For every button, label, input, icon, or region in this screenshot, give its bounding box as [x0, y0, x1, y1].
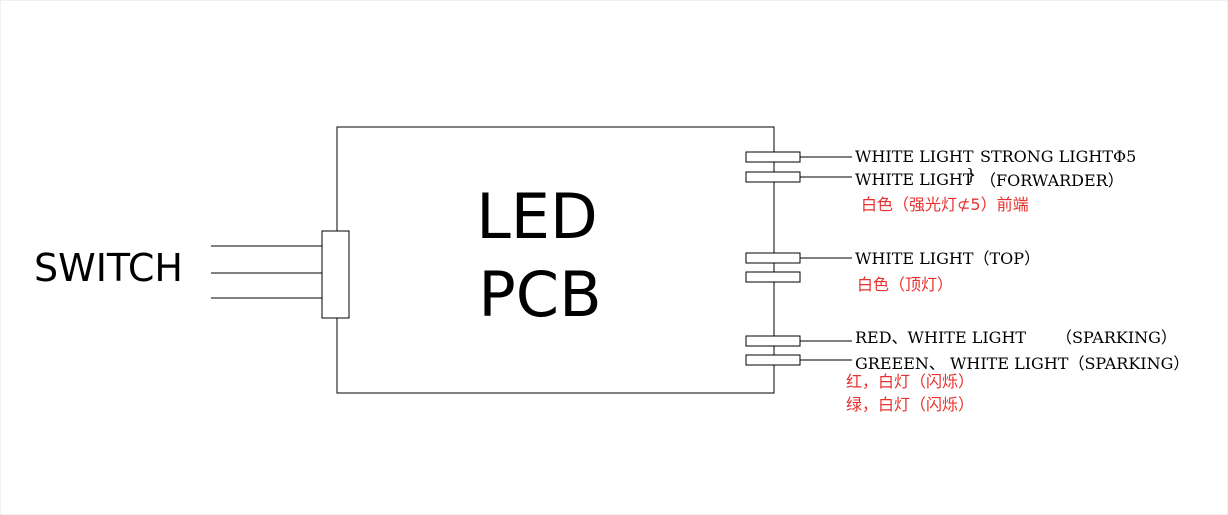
board-label-led: LED [476, 180, 597, 253]
board-label-pcb: PCB [478, 258, 601, 331]
note-top: 白色（顶灯） [857, 275, 953, 294]
pin-top-1 [745, 252, 801, 264]
switch-label: SWITCH [34, 246, 183, 290]
label-strong-desc-2: （FORWARDER） [980, 171, 1124, 190]
switch-connector [321, 230, 350, 319]
pin-strong-2 [745, 171, 801, 183]
note-strong: 白色（强光灯⊄5）前端 [861, 195, 1029, 214]
pin-spark-2 [745, 354, 801, 366]
pin-top-2 [745, 271, 801, 283]
label-strong-wire-1: WHITE LIGHT [855, 147, 974, 166]
pin-spark-1 [745, 335, 801, 347]
label-strong-wire-2: WHITE LIGHT [855, 170, 974, 189]
note-spark-1: 红，白灯（闪烁） [846, 372, 974, 391]
label-spark-wire-1-suffix: （SPARKING） [1056, 328, 1177, 347]
label-spark-wire-1: RED、WHITE LIGHT [855, 328, 1026, 347]
pcb-board [336, 126, 775, 394]
note-spark-2: 绿，白灯（闪烁） [846, 395, 974, 414]
pin-strong-1 [745, 151, 801, 163]
label-spark-wire-2: GREEEN、 WHITE LIGHT（SPARKING） [855, 354, 1189, 373]
label-top-wire: WHITE LIGHT（TOP） [855, 249, 1040, 268]
brace-symbol: } [966, 165, 976, 184]
label-strong-desc-1: STRONG LIGHTΦ5 [980, 147, 1136, 166]
